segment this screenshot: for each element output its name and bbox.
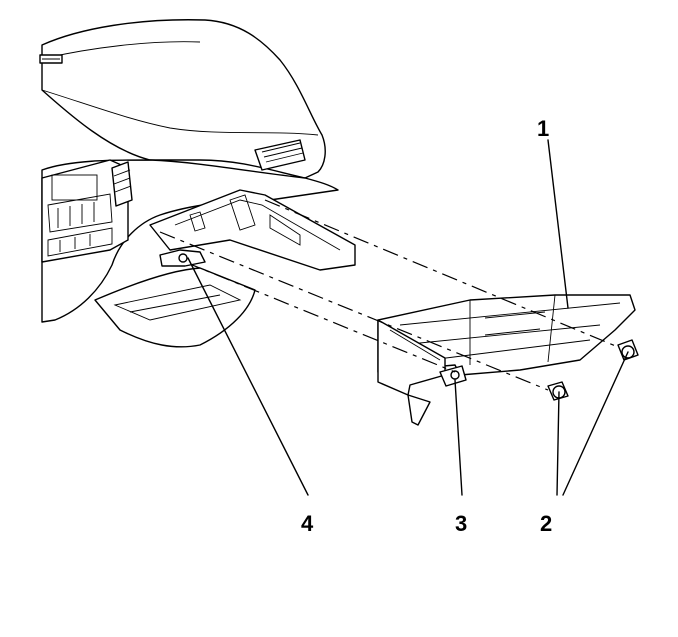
fastener-screw	[617, 339, 639, 361]
glove-box-opening	[149, 189, 356, 271]
glove-box-damper	[159, 249, 206, 267]
leader-line-2a	[562, 351, 629, 496]
leader-line-4	[187, 257, 309, 496]
fastener-screws	[547, 339, 639, 401]
leader-line-1	[547, 139, 569, 309]
glove-box-assembly	[377, 294, 636, 426]
callout-1: 1	[537, 116, 550, 141]
fastener-screw	[547, 381, 569, 401]
instrument-panel	[39, 19, 339, 348]
callout-3: 3	[455, 511, 468, 536]
leader-line-3	[454, 379, 463, 496]
alignment-lines	[159, 199, 619, 391]
callout-2: 2	[540, 511, 553, 536]
callout-4: 4	[301, 511, 314, 536]
leader-lines	[187, 139, 629, 496]
leader-line-2b	[556, 391, 560, 496]
